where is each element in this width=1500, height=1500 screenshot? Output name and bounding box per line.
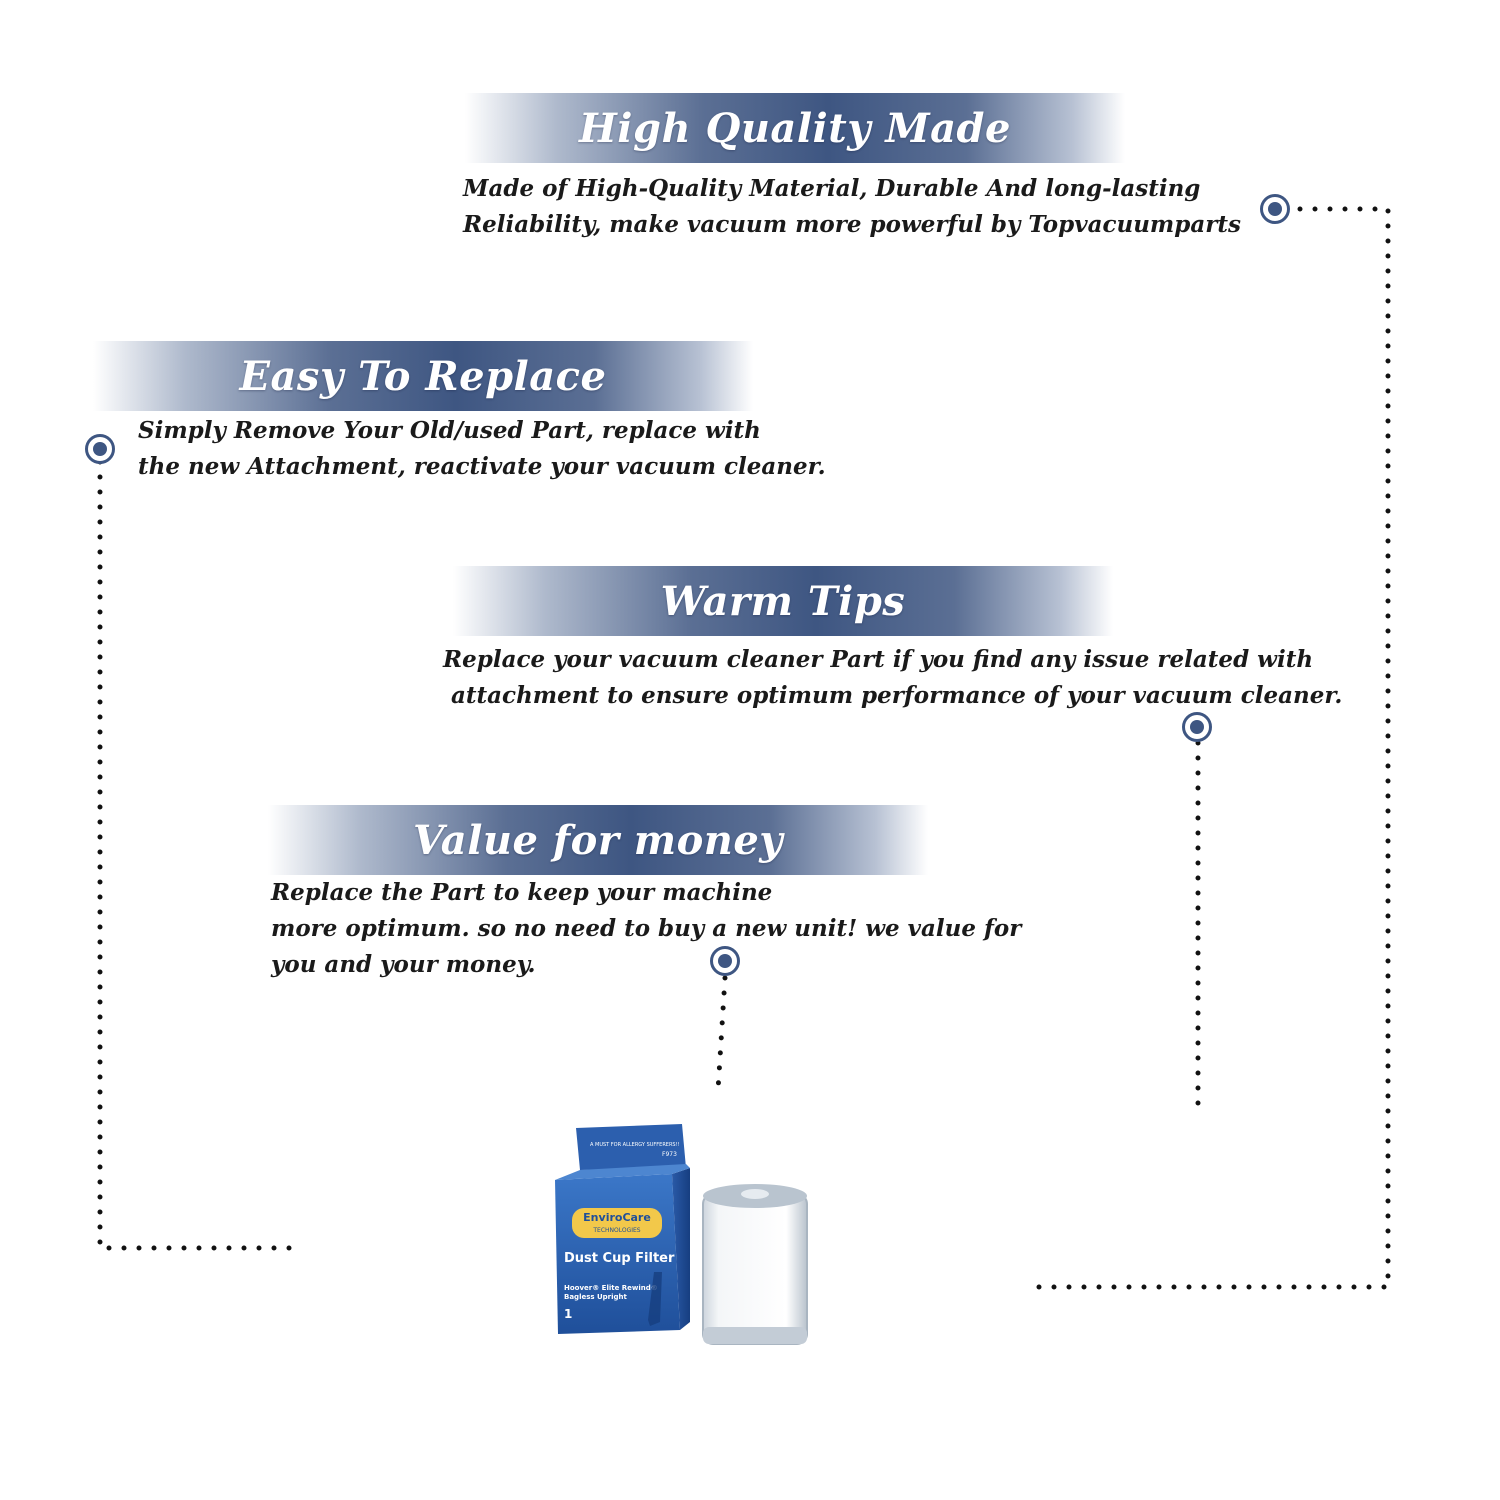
dust-cup-filter-illustration: EnviroCare TECHNOLOGIES A MUST FOR ALLER… xyxy=(555,1124,808,1345)
section-title: Easy To Replace xyxy=(239,352,607,400)
fits-line-1: Hoover® Elite Rewind® xyxy=(564,1284,658,1292)
banner-easy-replace: Easy To Replace xyxy=(93,341,753,411)
bullet-node-icon xyxy=(710,946,740,976)
brand-sub-text: TECHNOLOGIES xyxy=(592,1227,640,1234)
model-number-text: F973 xyxy=(662,1151,677,1158)
product-name-text: Dust Cup Filter xyxy=(564,1251,675,1266)
banner-value-money: Value for money xyxy=(268,805,928,875)
connector-high-quality xyxy=(1035,206,1391,1290)
bullet-node-icon xyxy=(85,434,115,464)
section-description: Simply Remove Your Old/used Part, replac… xyxy=(138,417,826,480)
section-description: Replace the Part to keep your machine mo… xyxy=(271,879,1022,978)
banner-warm-tips: Warm Tips xyxy=(453,566,1113,636)
box-tag-text: A MUST FOR ALLERGY SUFFERERS!! xyxy=(590,1142,680,1148)
connector-value xyxy=(715,975,728,1093)
section-description: Made of High-Quality Material, Durable A… xyxy=(463,175,1241,238)
bullet-node-icon xyxy=(1182,712,1212,742)
section-description: Replace your vacuum cleaner Part if you … xyxy=(443,646,1343,709)
banner-high-quality: High Quality Made xyxy=(465,93,1125,163)
section-title: Value for money xyxy=(412,816,784,864)
section-title: Warm Tips xyxy=(660,577,906,625)
brand-logo-text: EnviroCare xyxy=(583,1211,651,1224)
connector-easy-replace xyxy=(97,459,299,1251)
product-image: EnviroCare TECHNOLOGIES A MUST FOR ALLER… xyxy=(550,1122,820,1352)
brand-logo-badge xyxy=(572,1208,662,1238)
bullet-node-icon xyxy=(1260,194,1290,224)
section-title: High Quality Made xyxy=(579,104,1011,152)
fits-line-2: Bagless Upright xyxy=(564,1293,628,1301)
count-text: 1 xyxy=(564,1307,572,1321)
